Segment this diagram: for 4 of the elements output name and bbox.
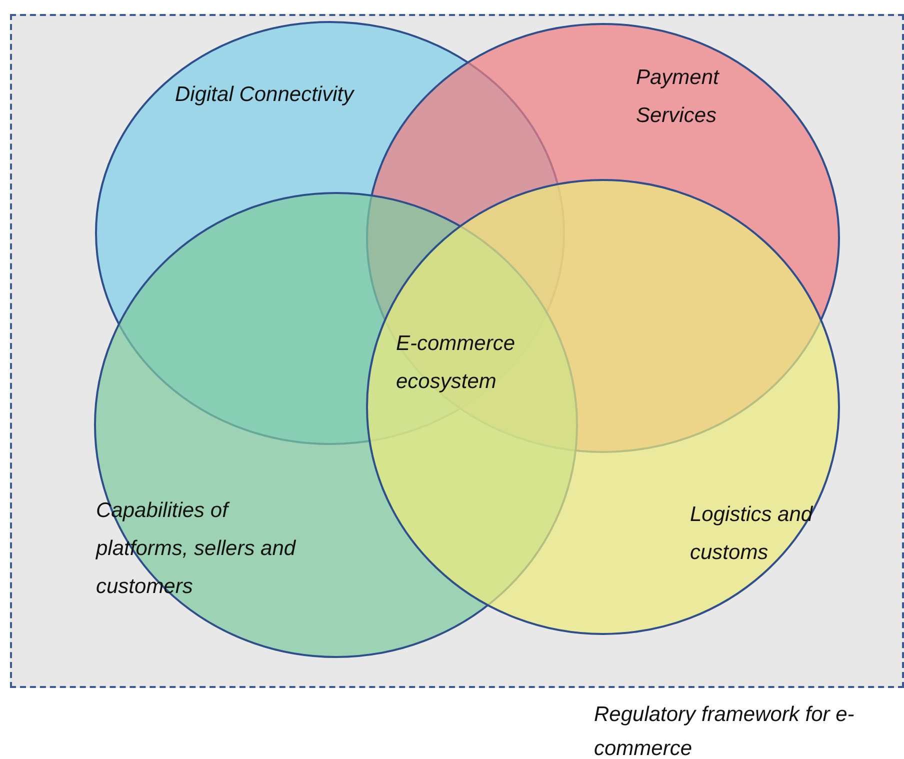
- circle-label: Payment Services: [636, 65, 720, 129]
- center-label: E-commerce ecosystem: [396, 331, 516, 395]
- circle-label: Digital Connectivity: [175, 82, 355, 108]
- frame-title: Regulatory framework for e-commerce: [594, 702, 856, 759]
